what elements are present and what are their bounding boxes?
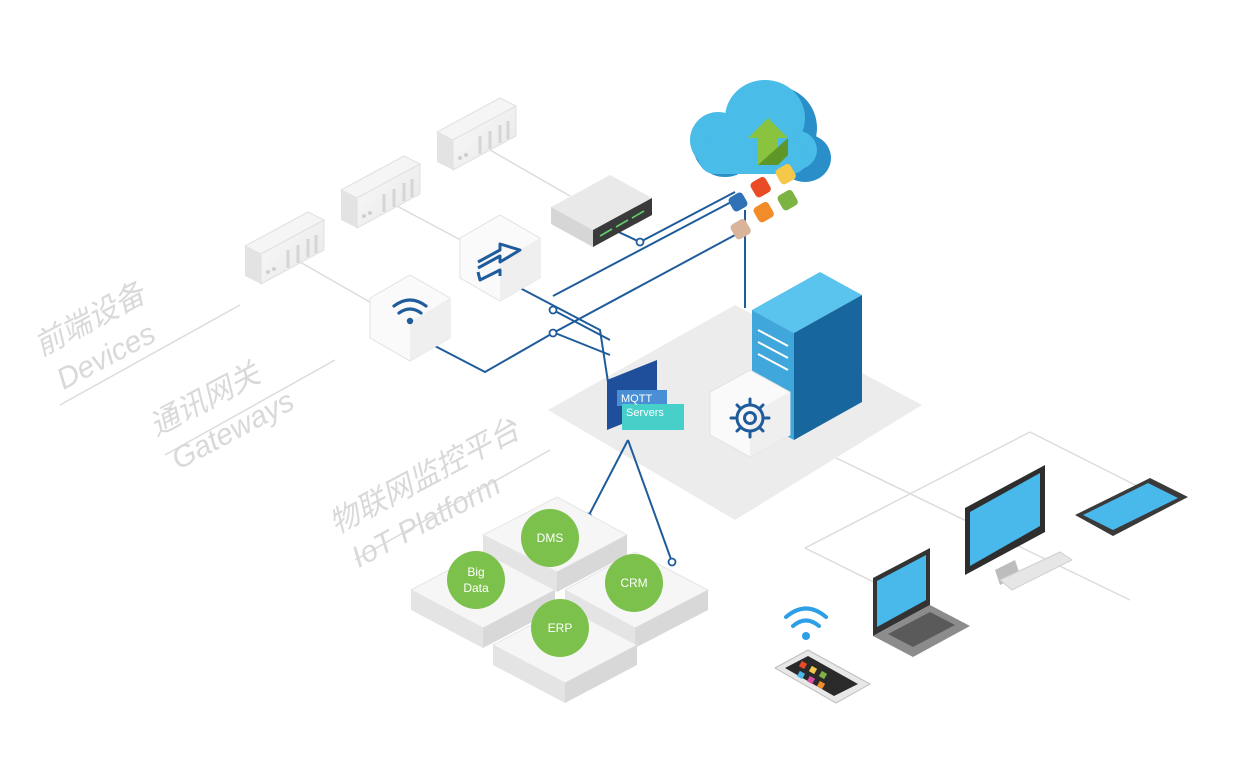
crm-circle bbox=[605, 554, 663, 612]
mqtt-servers: MQTT Servers bbox=[607, 360, 684, 430]
mqtt-label-line1: MQTT bbox=[621, 393, 652, 405]
tablet bbox=[1075, 478, 1188, 536]
front-end-device-3 bbox=[243, 211, 326, 285]
mobile-wifi-dot bbox=[802, 632, 810, 640]
data-server-box bbox=[551, 175, 652, 247]
gateway-wifi bbox=[369, 274, 451, 362]
mqtt-label-line2: Servers bbox=[626, 407, 664, 419]
gear-icon bbox=[729, 397, 771, 439]
desktop-monitor bbox=[965, 465, 1073, 591]
front-end-device-1 bbox=[435, 97, 518, 171]
dms-label: DMS bbox=[537, 531, 564, 545]
bigdata-label-line1: Big bbox=[467, 565, 484, 579]
gateway-exchange bbox=[459, 214, 541, 302]
app-circles: DMS Big Data CRM ERP bbox=[447, 509, 663, 657]
upload-arrow-icon bbox=[748, 118, 788, 165]
front-end-device-2 bbox=[339, 155, 422, 229]
cloud-icon bbox=[690, 80, 831, 182]
bigdata-label-line2: Data bbox=[463, 581, 489, 595]
mobile-wifi-icon bbox=[784, 606, 828, 628]
gear-box bbox=[709, 369, 791, 458]
exchange-arrows-icon bbox=[476, 242, 522, 282]
smartphone bbox=[773, 649, 872, 704]
laptop bbox=[873, 548, 970, 657]
wifi-icon bbox=[392, 298, 428, 315]
bigdata-circle bbox=[447, 551, 505, 609]
crm-label: CRM bbox=[620, 576, 647, 590]
erp-label: ERP bbox=[548, 621, 573, 635]
dms-circle bbox=[521, 509, 579, 567]
app-hexagons bbox=[728, 164, 798, 240]
layer-label-devices: 前端设备 Devices bbox=[29, 275, 161, 396]
layer-label-gateways: 通讯网关 Gateways bbox=[144, 356, 300, 477]
erp-circle bbox=[531, 599, 589, 657]
